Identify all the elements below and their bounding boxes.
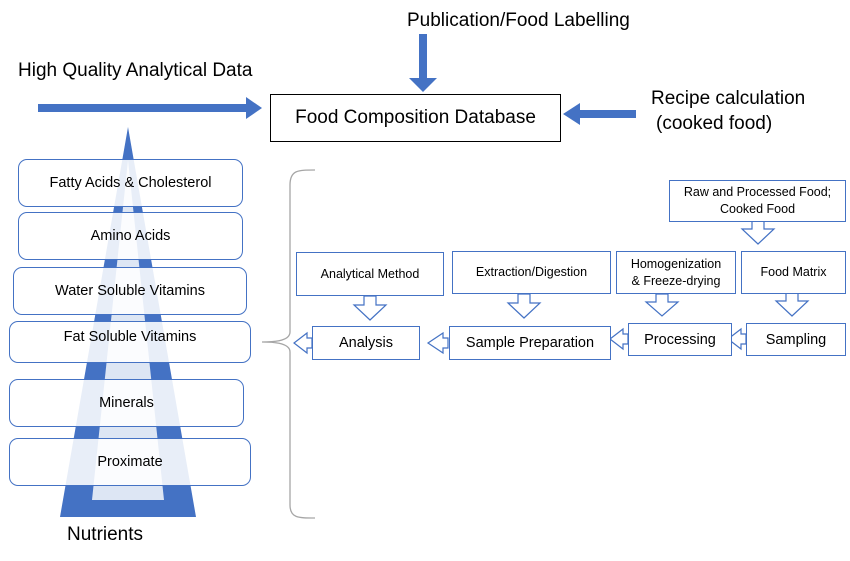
raw-processed-line1: Raw and Processed Food; <box>683 185 832 200</box>
homogenization-box: Homogenization & Freeze-drying <box>616 251 736 294</box>
analysis-label: Analysis <box>339 335 393 351</box>
sampling-label: Sampling <box>765 331 827 348</box>
analytical-method-arrow <box>352 295 388 321</box>
nutrient-fat-soluble-box: Fat Soluble Vitamins <box>9 321 251 363</box>
nutrient-label: Amino Acids <box>90 228 171 244</box>
analysis-box: Analysis <box>312 326 420 360</box>
homogenization-arrow <box>644 293 680 317</box>
nutrient-label: Water Soluble Vitamins <box>55 283 205 299</box>
nutrient-minerals-box: Minerals <box>9 379 244 427</box>
food-composition-database-box: Food Composition Database <box>270 94 561 142</box>
recipe-line1: Recipe calculation <box>651 88 806 109</box>
processing-box: Processing <box>628 323 732 356</box>
homogenization-line1: Homogenization <box>630 256 722 271</box>
extraction-arrow <box>506 293 542 319</box>
processing-to-sample-prep-arrow <box>609 327 629 351</box>
food-matrix-label: Food Matrix <box>760 265 827 280</box>
recipe-line2: (cooked food) <box>656 113 773 134</box>
extraction-digestion-box: Extraction/Digestion <box>452 251 611 294</box>
sample-prep-to-analysis-arrow <box>426 331 449 355</box>
raw-processed-line2: Cooked Food <box>719 202 796 216</box>
raw-processed-box: Raw and Processed Food; Cooked Food <box>669 180 846 222</box>
food-matrix-box: Food Matrix <box>741 251 846 294</box>
database-label: Food Composition Database <box>295 107 536 128</box>
analysis-entry-arrow <box>293 331 313 355</box>
data-right-arrow <box>38 97 262 119</box>
recipe-left-arrow <box>563 103 636 125</box>
sample-preparation-label: Sample Preparation <box>465 335 595 351</box>
homogenization-line2: & Freeze-drying <box>631 273 721 288</box>
publication-down-arrow <box>409 34 437 92</box>
nutrient-label: Minerals <box>99 395 154 411</box>
nutrient-amino-acids-box: Amino Acids <box>18 212 243 260</box>
nutrient-label: Fat Soluble Vitamins <box>63 329 197 345</box>
nutrient-water-soluble-box: Water Soluble Vitamins <box>13 267 247 315</box>
sampling-to-processing-arrow <box>727 327 747 351</box>
nutrient-label: Fatty Acids & Cholesterol <box>49 175 212 191</box>
analytical-method-label: Analytical Method <box>320 266 420 281</box>
hq-data-label: High Quality Analytical Data <box>18 60 253 81</box>
sampling-box: Sampling <box>746 323 846 356</box>
extraction-digestion-label: Extraction/Digestion <box>475 265 588 280</box>
publication-label: Publication/Food Labelling <box>407 10 630 31</box>
raw-processed-arrow <box>740 220 776 245</box>
nutrient-fatty-acids-box: Fatty Acids & Cholesterol <box>18 159 243 207</box>
nutrient-label: Proximate <box>97 454 163 470</box>
processing-label: Processing <box>644 331 716 348</box>
recipe-label: Recipe calculation (cooked food) <box>651 86 805 136</box>
nutrient-proximate-box: Proximate <box>9 438 251 486</box>
food-matrix-arrow <box>774 292 810 317</box>
analytical-method-box: Analytical Method <box>296 252 444 296</box>
nutrients-footer-label: Nutrients <box>67 524 144 545</box>
sample-preparation-box: Sample Preparation <box>449 326 611 360</box>
group-brace <box>261 169 316 519</box>
